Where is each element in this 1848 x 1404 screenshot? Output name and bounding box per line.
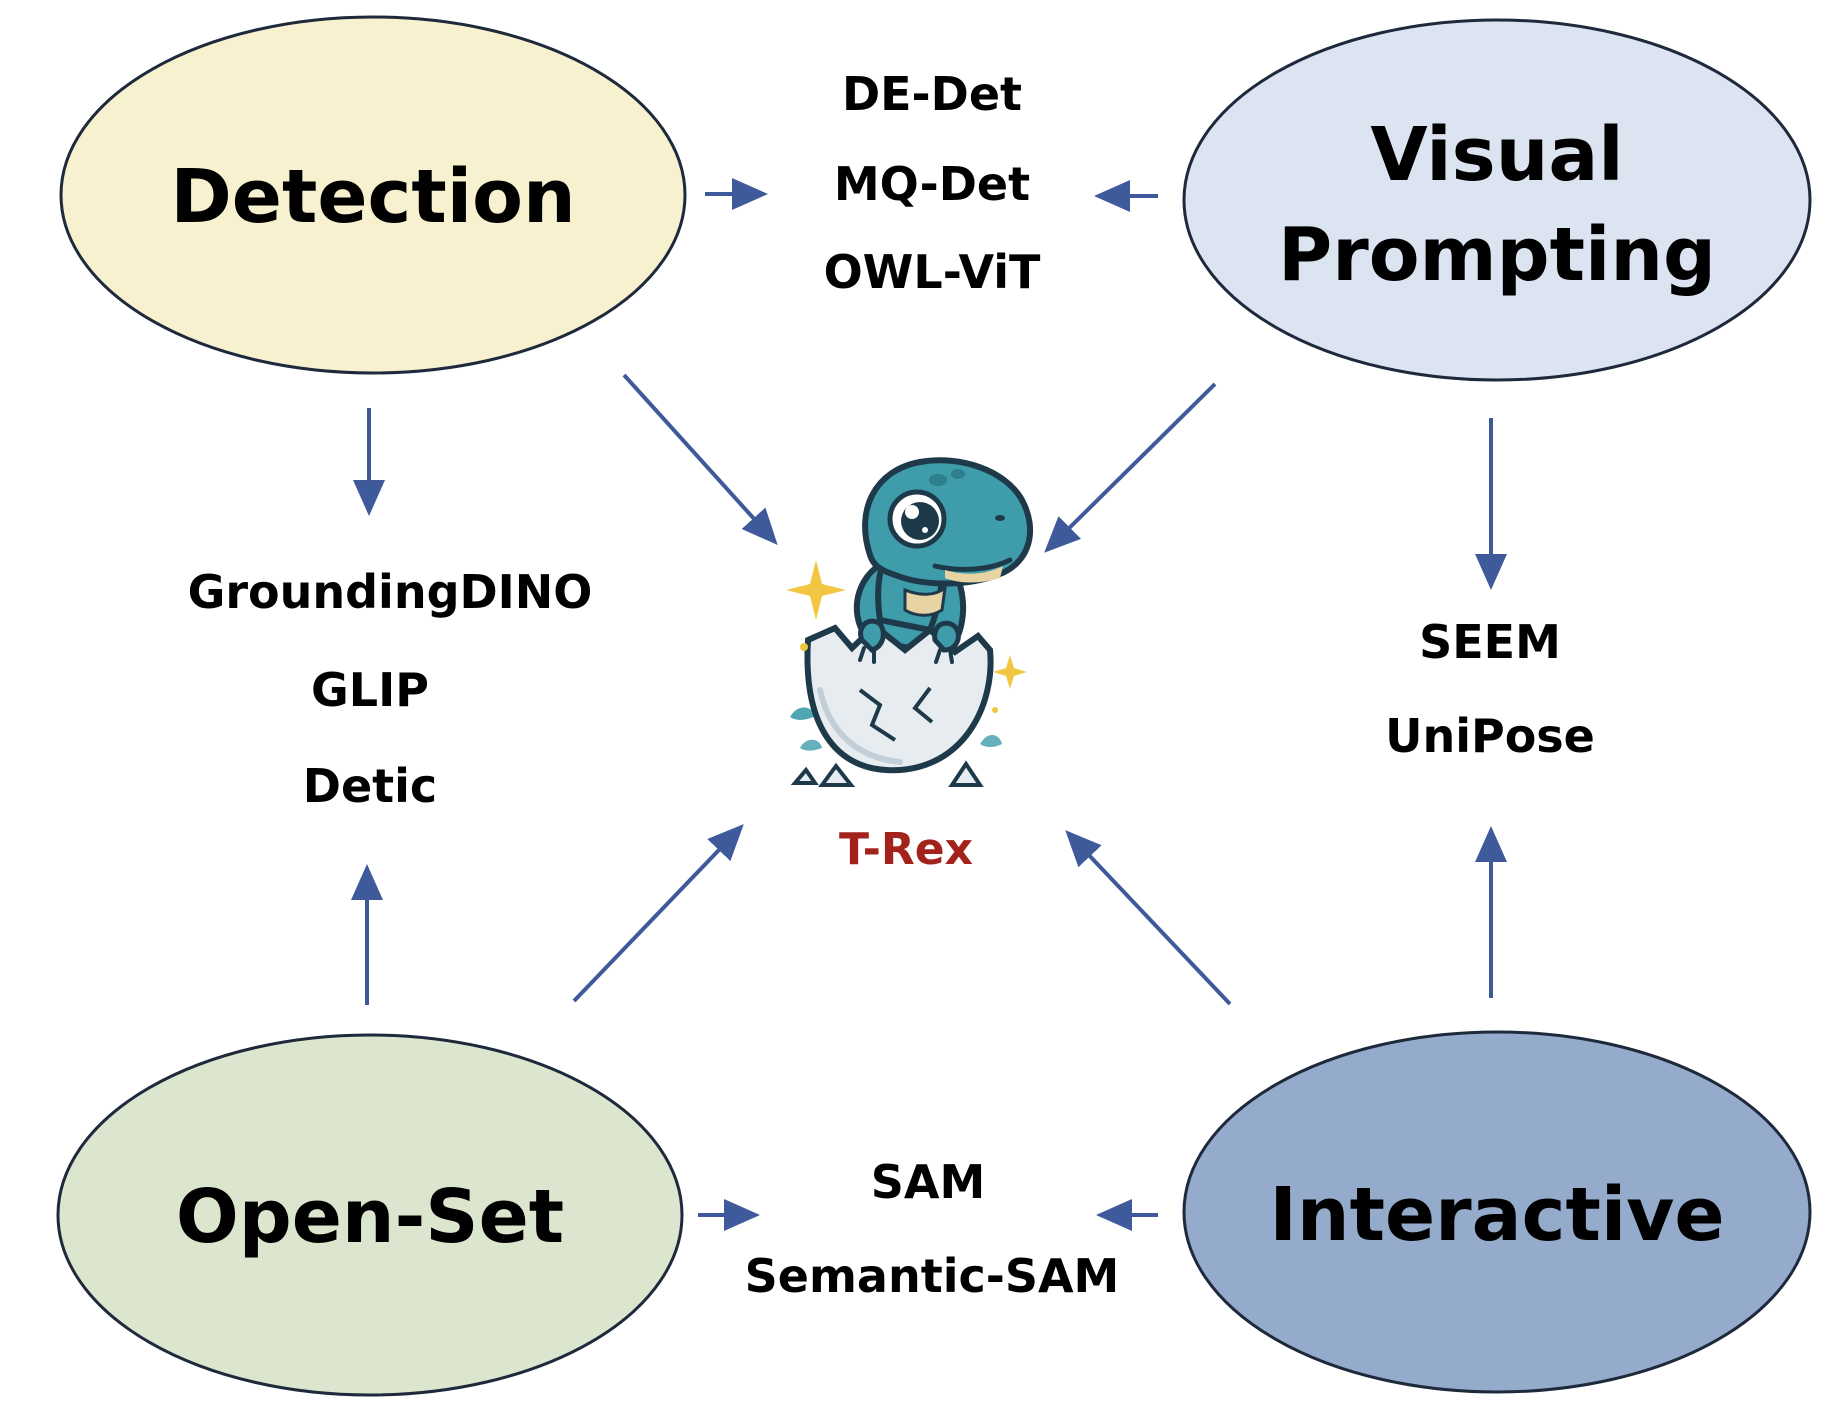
node-detection: Detection [59,15,687,375]
node-visual-prompting: Visual Prompting [1182,18,1812,382]
arrow-detection-to-trex [622,373,778,545]
node-open-set: Open-Set [56,1033,684,1397]
arrows [351,178,1507,1231]
node-visual-prompting-label-line2: Prompting [1278,212,1716,298]
node-interactive-label: Interactive [1269,1172,1724,1258]
node-detection-shape [59,15,687,375]
method-owl-vit: OWL-ViT [824,245,1041,299]
trex-label: T-Rex [839,824,973,875]
methods-visual-interactive: SEEM UniPose [1385,615,1595,763]
node-visual-prompting-shape [1182,18,1812,382]
baby-dinosaur-hatching-egg-icon [786,457,1033,787]
methods-openset-interactive: SAM Semantic-SAM [745,1155,1120,1303]
method-seem: SEEM [1419,615,1561,669]
method-de-det: DE-Det [842,67,1022,121]
method-semantic-sam: Semantic-SAM [745,1249,1120,1303]
method-groundingdino: GroundingDINO [188,565,593,619]
arrow-visual-to-trex [1044,382,1217,553]
node-open-set-label: Open-Set [176,1174,564,1260]
method-unipose: UniPose [1385,709,1595,763]
node-open-set-shape [56,1033,684,1397]
node-interactive: Interactive [1182,1030,1812,1394]
node-visual-prompting-label-line1: Visual [1370,112,1623,198]
node-detection-label: Detection [170,154,575,240]
methods-detection-visual: DE-Det MQ-Det OWL-ViT [824,67,1041,299]
methods-detection-openset: GroundingDINO GLIP Detic [188,565,593,813]
arrow-interactive-to-trex [1065,830,1232,1006]
method-sam: SAM [871,1155,986,1209]
node-interactive-shape [1182,1030,1812,1394]
method-mq-det: MQ-Det [834,157,1030,211]
method-detic: Detic [303,759,437,813]
arrow-openset-to-trex [572,824,744,1003]
method-glip: GLIP [311,663,429,717]
